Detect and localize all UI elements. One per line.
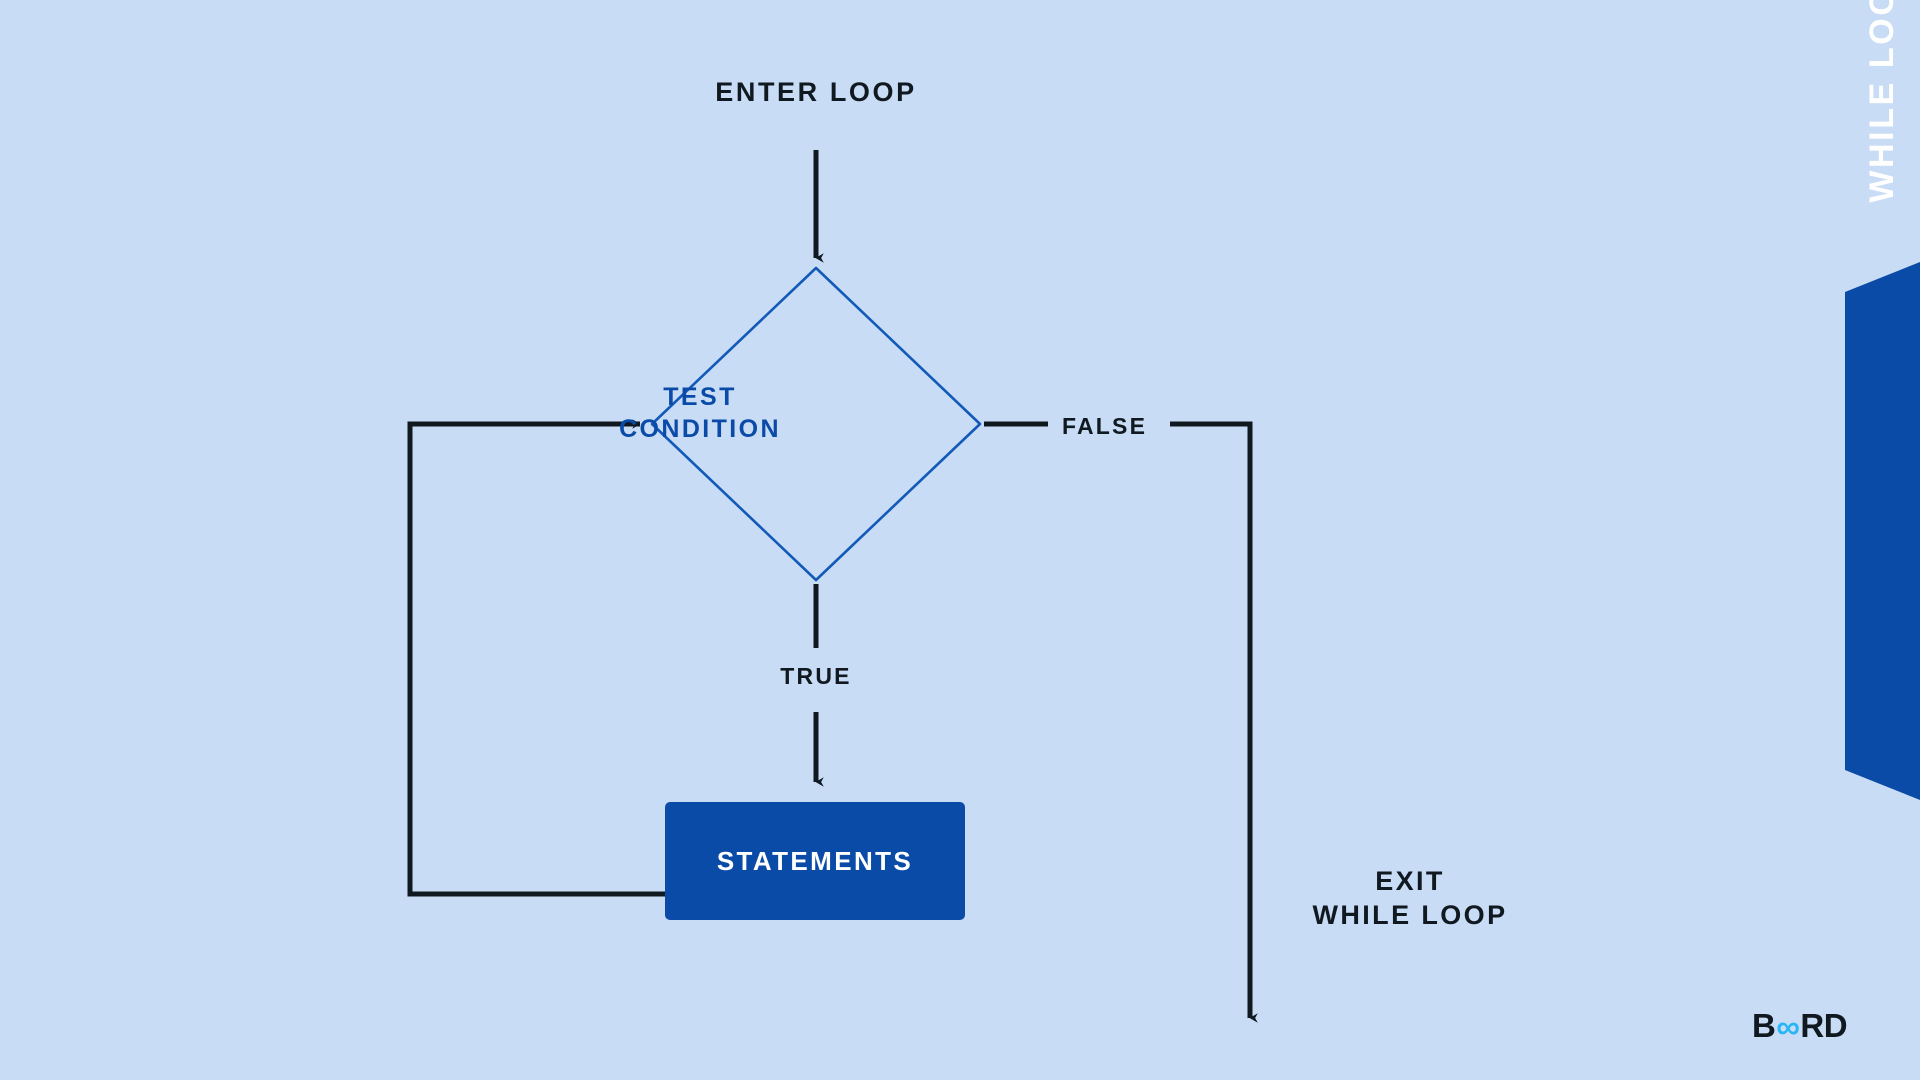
board-logo: B∞RD <box>1752 1006 1848 1046</box>
infinity-icon: ∞ <box>1776 1007 1800 1045</box>
enter-loop-label: ENTER LOOP <box>715 77 917 107</box>
test-condition-label: TEST CONDITION <box>570 381 830 445</box>
false-label: FALSE <box>1062 413 1148 439</box>
false-branch-segment-b <box>1170 421 1258 1023</box>
logo-text-part-1: B <box>1752 1007 1776 1044</box>
statements-box: STATEMENTS <box>665 802 965 920</box>
statements-label: STATEMENTS <box>716 845 914 876</box>
test-condition-line-1: TEST <box>663 383 737 411</box>
loop-back-edge <box>407 419 665 897</box>
decision-diamond <box>650 266 982 582</box>
while-loop-ribbon <box>1845 262 1920 800</box>
exit-line-1: EXIT <box>1375 866 1445 896</box>
test-condition-line-2: CONDITION <box>619 415 781 443</box>
exit-while-loop-label: EXIT WHILE LOOP <box>1240 865 1580 933</box>
logo-text-part-2: RD <box>1800 1007 1848 1044</box>
exit-line-2: WHILE LOOP <box>1312 899 1508 930</box>
true-label: TRUE <box>780 663 852 689</box>
